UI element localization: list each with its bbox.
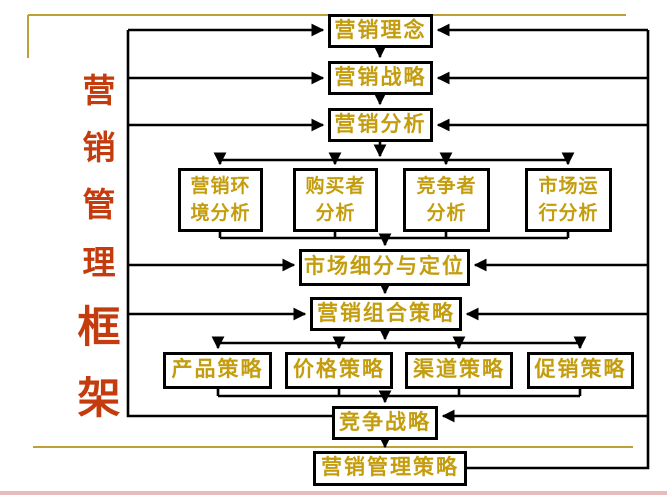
node-buyer-analysis: 购买者分析 <box>293 168 378 232</box>
node-price-strategy: 价格策略 <box>285 352 393 389</box>
slide-bottom-edge <box>0 491 667 495</box>
node-promotion-strategy: 促销策略 <box>527 352 634 389</box>
center-flow <box>211 45 587 449</box>
node-marketing-mix-strategy: 营销组合策略 <box>310 297 462 331</box>
right-feedback-trunk <box>436 23 650 470</box>
node-market-operation-analysis: 市场运行分析 <box>525 168 612 232</box>
node-marketing-strategy: 营销战略 <box>328 61 433 95</box>
node-segmentation-positioning: 市场细分与定位 <box>299 249 470 286</box>
node-competitive-strategy: 竞争战略 <box>332 406 438 440</box>
title-char: 营 <box>82 71 116 110</box>
node-marketing-analysis: 营销分析 <box>328 108 433 142</box>
decor-gold-lines <box>27 14 633 448</box>
title-char: 管 <box>82 185 116 225</box>
vertical-title: 营 销 管 理 框 架 <box>74 64 124 426</box>
node-product-strategy: 产品策略 <box>163 352 272 389</box>
title-char: 架 <box>77 373 121 424</box>
title-char: 框 <box>77 302 121 353</box>
left-feedback-trunk <box>126 23 332 418</box>
node-marketing-management-strategy: 营销管理策略 <box>313 451 467 486</box>
node-channel-strategy: 渠道策略 <box>405 352 513 389</box>
node-marketing-concept: 营销理念 <box>328 14 433 48</box>
node-competitor-analysis: 竞争者分析 <box>403 168 490 232</box>
node-marketing-environment-analysis: 营销环境分析 <box>178 168 263 232</box>
title-char: 理 <box>82 242 116 282</box>
title-char: 销 <box>82 128 116 168</box>
